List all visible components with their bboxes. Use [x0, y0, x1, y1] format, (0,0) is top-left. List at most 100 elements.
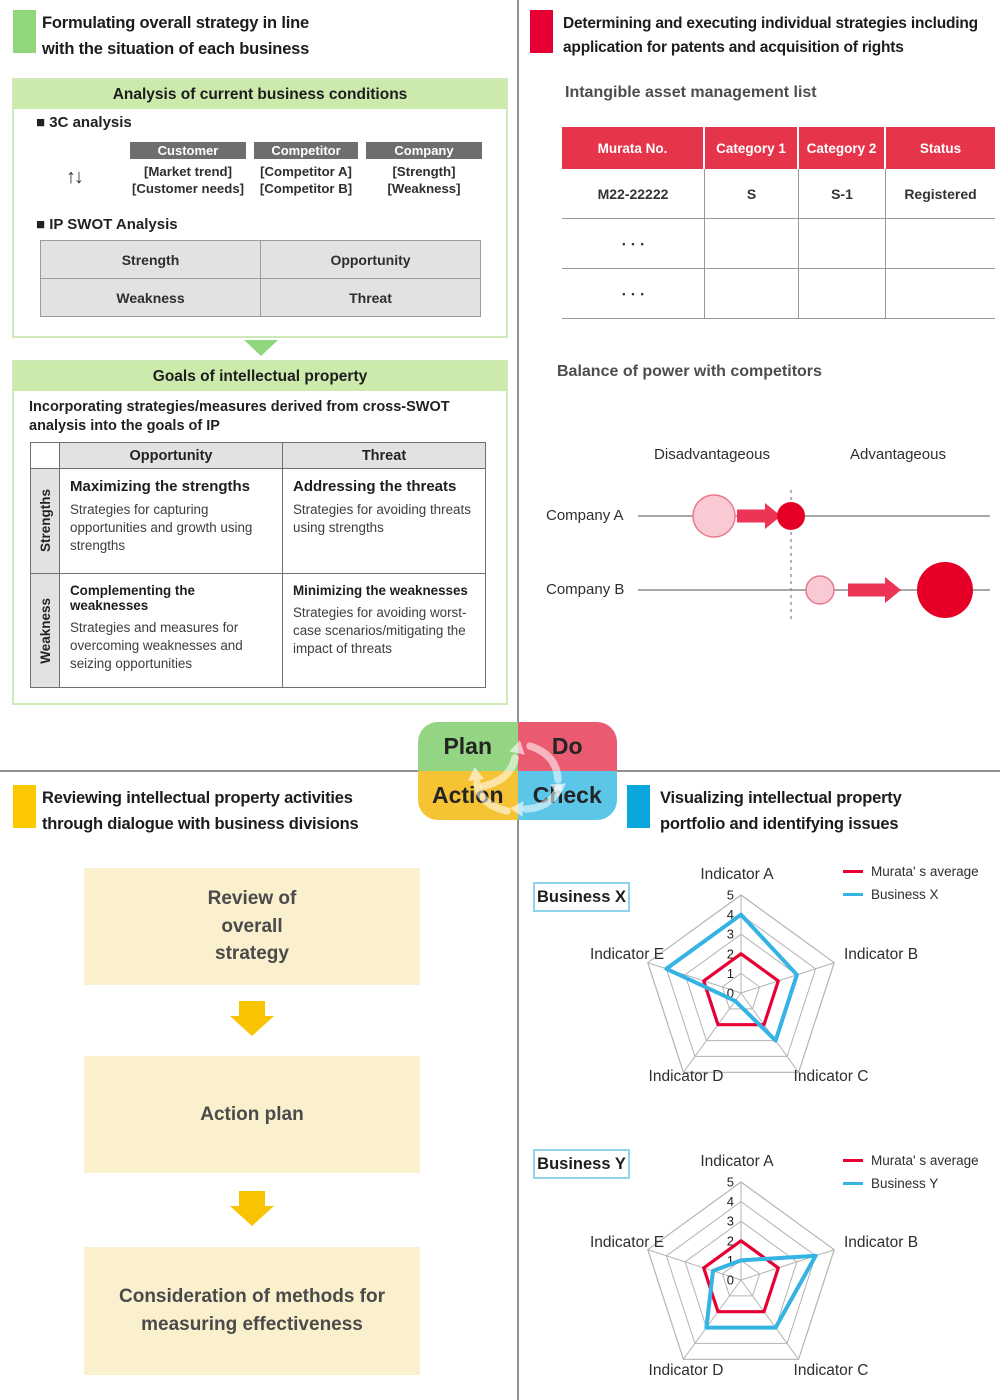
cross-cell-strength-threat: Addressing the threats Strategies for av… [282, 468, 486, 574]
plan-section-title: Formulating overall strategy in line wit… [42, 14, 310, 58]
cross-cell-weakness-opportunity: Complementing the weaknesses Strategies … [59, 573, 283, 688]
radar-legend-business-x: Murata' s average Business X [843, 860, 979, 906]
vertical-divider [517, 0, 519, 1400]
do-accent-icon [530, 10, 553, 53]
c3-competitor-items: [Competitor A][Competitor B] [259, 164, 353, 197]
table-cell: S-1 [799, 169, 886, 219]
cross-corner-cell [30, 442, 60, 469]
col-header-status: Status [886, 127, 995, 169]
goals-description: Incorporating strategies/measures derive… [29, 399, 450, 435]
asset-management-table: Murata No. Category 1 Category 2 Status … [562, 127, 995, 319]
company-a-label: Company A [546, 507, 624, 524]
zone-label-advantageous: Advantageous [850, 446, 946, 463]
col-header-murata-no: Murata No. [562, 127, 705, 169]
c3-header-company: Company [366, 142, 482, 159]
action-accent-icon [13, 785, 36, 828]
svg-text:1: 1 [727, 966, 734, 981]
axis-label-indicator-a: Indicator A [700, 1153, 774, 1170]
analysis-box: Analysis of current business conditions … [12, 78, 508, 338]
cross-row-strengths: Strengths [30, 468, 60, 574]
svg-text:3: 3 [727, 927, 734, 942]
legend-business-x: Business X [871, 887, 939, 902]
swot-cell-threat: Threat [260, 278, 481, 317]
axis-label-indicator-d: Indicator D [648, 1068, 724, 1085]
business-y-swatch [843, 1182, 863, 1185]
c3-header-competitor: Competitor [254, 142, 358, 159]
table-cell [799, 219, 886, 269]
flow-box-effectiveness: Consideration of methods for measuring e… [84, 1247, 420, 1375]
ip-swot-table: Strength Opportunity Weakness Threat [40, 240, 481, 317]
table-cell: S [705, 169, 799, 219]
table-cell-ellipsis: ••• [562, 219, 705, 269]
svg-text:3: 3 [727, 1214, 734, 1229]
business-y-label: Business Y [533, 1149, 630, 1179]
table-cell [886, 269, 995, 319]
check-accent-icon [627, 785, 650, 828]
up-down-arrows-icon: ↑↓ [66, 166, 84, 188]
table-cell [799, 269, 886, 319]
axis-label-indicator-b: Indicator B [843, 1234, 919, 1251]
legend-business-y: Business Y [871, 1176, 939, 1191]
table-cell-ellipsis: ••• [562, 269, 705, 319]
pdca-do: Do [517, 722, 617, 771]
table-cell [705, 219, 799, 269]
svg-text:1: 1 [727, 1253, 734, 1268]
do-section-title: Determining and executing individual str… [563, 15, 978, 57]
balance-chart-title: Balance of power with competitors [557, 363, 822, 380]
zone-label-disadvantageous: Disadvantageous [654, 446, 770, 463]
asset-list-title: Intangible asset management list [565, 84, 817, 101]
svg-text:4: 4 [727, 907, 734, 922]
radar-chart-business-y: 0 1 2 3 4 5 [647, 1175, 835, 1360]
legend-murata-average: Murata' s average [871, 864, 979, 879]
plan-accent-icon [13, 10, 36, 53]
analysis-box-header: Analysis of current business conditions [14, 80, 506, 109]
svg-text:2: 2 [727, 946, 734, 961]
c3-header-customer: Customer [130, 142, 246, 159]
table-cell [886, 219, 995, 269]
legend-murata-average: Murata' s average [871, 1153, 979, 1168]
murata-average-swatch [843, 1159, 863, 1162]
business-x-label: Business X [533, 882, 630, 912]
svg-text:5: 5 [727, 888, 734, 903]
ip-swot-title: ■ IP SWOT Analysis [36, 216, 178, 233]
c3-customer-items: [Market trend][Customer needs] [131, 164, 245, 197]
svg-text:5: 5 [727, 1175, 734, 1190]
col-header-category2: Category 2 [799, 127, 886, 169]
pdca-cycle: Plan Do Action Check [418, 722, 617, 820]
svg-text:4: 4 [727, 1194, 734, 1209]
svg-text:0: 0 [727, 1273, 734, 1288]
swot-cell-weakness: Weakness [40, 278, 261, 317]
radar-legend-business-y: Murata' s average Business Y [843, 1149, 979, 1195]
green-down-arrow-icon [244, 340, 278, 356]
axis-label-indicator-b: Indicator B [843, 946, 919, 963]
svg-text:0: 0 [727, 986, 734, 1001]
cross-cell-weakness-threat: Minimizing the weaknesses Strategies for… [282, 573, 486, 688]
table-cell: M22-22222 [562, 169, 705, 219]
pdca-check: Check [517, 771, 617, 820]
table-cell [705, 269, 799, 319]
goals-box-header: Goals of intellectual property [14, 362, 506, 391]
business-x-swatch [843, 893, 863, 896]
c3-company-items: [Strength][Weakness] [387, 164, 461, 197]
axis-label-indicator-e: Indicator E [589, 1234, 665, 1251]
cross-row-weakness: Weakness [30, 573, 60, 688]
axis-label-indicator-c: Indicator C [793, 1068, 869, 1085]
cross-header-threat: Threat [282, 442, 486, 469]
check-section-title: Visualizing intellectual property portfo… [660, 789, 902, 833]
murata-average-swatch [843, 870, 863, 873]
balance-of-power-chart [638, 490, 990, 623]
axis-label-indicator-d: Indicator D [648, 1362, 724, 1379]
col-header-category1: Category 1 [705, 127, 799, 169]
svg-text:2: 2 [727, 1233, 734, 1248]
cross-cell-strength-opportunity: Maximizing the strengths Strategies for … [59, 468, 283, 574]
pdca-plan: Plan [418, 722, 518, 771]
radar-chart-business-x: 0 1 2 3 4 5 [647, 888, 835, 1073]
c3-analysis-title: ■ 3C analysis [36, 114, 132, 131]
axis-label-indicator-e: Indicator E [589, 946, 665, 963]
swot-cell-strength: Strength [40, 240, 261, 279]
swot-cell-opportunity: Opportunity [260, 240, 481, 279]
table-cell: Registered [886, 169, 995, 219]
axis-label-indicator-c: Indicator C [793, 1362, 869, 1379]
cross-swot-table: Opportunity Threat Strengths Maximizing … [30, 442, 486, 688]
